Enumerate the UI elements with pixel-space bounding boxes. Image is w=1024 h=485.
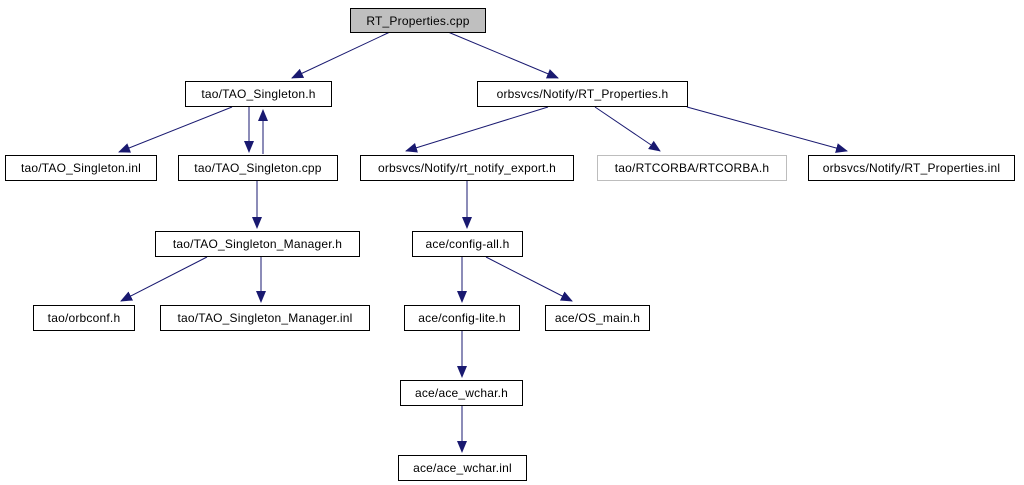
node-ace-config-all-h[interactable]: ace/config-all.h [412, 231, 523, 257]
node-notify-rt-properties-h[interactable]: orbsvcs/Notify/RT_Properties.h [477, 81, 688, 107]
edge-rt-properties-cpp-to-tao-singleton-h [291, 31, 391, 79]
node-ace-os-main-h[interactable]: ace/OS_main.h [545, 305, 650, 331]
node-tao-singleton-manager-h[interactable]: tao/TAO_Singleton_Manager.h [155, 231, 360, 257]
node-tao-singleton-cpp[interactable]: tao/TAO_Singleton.cpp [178, 155, 338, 181]
node-tao-singleton-inl[interactable]: tao/TAO_Singleton.inl [5, 155, 157, 181]
edge-rt-properties-h-to-rt-properties-inl [686, 106, 848, 153]
node-ace-config-lite-h[interactable]: ace/config-lite.h [404, 305, 520, 331]
node-tao-singleton-h[interactable]: tao/TAO_Singleton.h [185, 81, 332, 107]
node-notify-rt-notify-export-h[interactable]: orbsvcs/Notify/rt_notify_export.h [360, 155, 574, 181]
node-rtcorba-h: tao/RTCORBA/RTCORBA.h [597, 155, 787, 181]
node-ace-ace-wchar-h[interactable]: ace/ace_wchar.h [400, 380, 523, 406]
edge-tao-singleton-h-to-tao-singleton-inl [118, 106, 233, 153]
edge-config-all-h-to-os-main-h [485, 256, 573, 302]
node-notify-rt-properties-inl[interactable]: orbsvcs/Notify/RT_Properties.inl [808, 155, 1015, 181]
node-tao-singleton-manager-inl[interactable]: tao/TAO_Singleton_Manager.inl [160, 305, 370, 331]
edge-rt-properties-h-to-rtcorba-h [594, 106, 661, 152]
edge-rt-properties-h-to-rt-notify-export-h [405, 106, 549, 153]
node-ace-ace-wchar-inl[interactable]: ace/ace_wchar.inl [398, 455, 527, 481]
node-rt-properties-cpp: RT_Properties.cpp [350, 8, 486, 33]
edge-rt-properties-cpp-to-rt-properties-h [447, 31, 559, 79]
edge-singleton-manager-h-to-orbconf-h [120, 256, 208, 302]
node-tao-orbconf-h[interactable]: tao/orbconf.h [33, 305, 135, 331]
